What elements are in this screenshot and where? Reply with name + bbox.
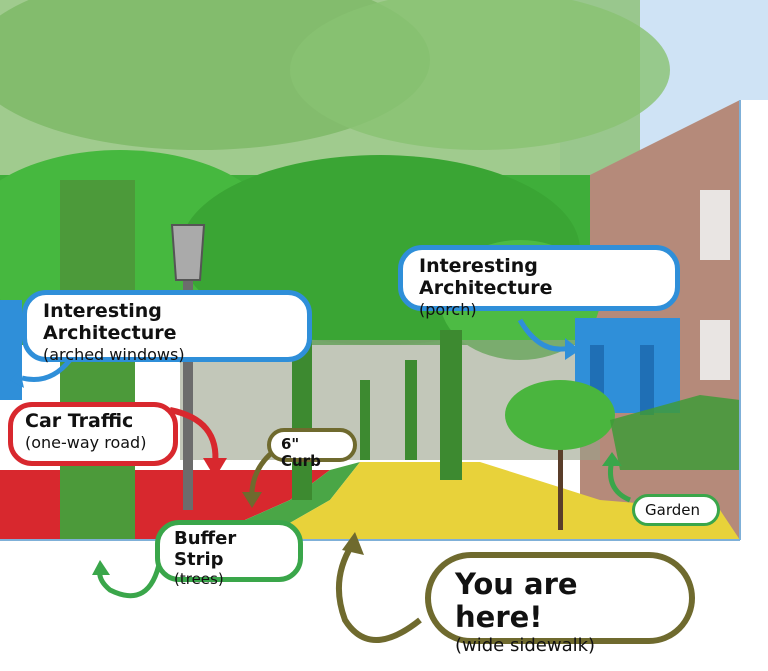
callout-title: Interesting Architecture bbox=[419, 255, 553, 299]
callout-you-are-here: You are here! (wide sidewalk) bbox=[425, 552, 695, 656]
lamp-post bbox=[183, 270, 193, 510]
arrow-arched-windows bbox=[21, 358, 72, 382]
callout-title: Garden bbox=[645, 501, 700, 519]
callout-subtitle: (wide sidewalk) bbox=[455, 634, 596, 656]
callout-porch: Interesting Architecture (porch) bbox=[398, 245, 680, 319]
arrow-buffer bbox=[97, 559, 163, 599]
arrow-you-are-here bbox=[335, 543, 422, 643]
callout-garden: Garden bbox=[632, 494, 720, 526]
callout-arched-windows: Interesting Architecture (arched windows… bbox=[22, 290, 312, 364]
arched-windows-highlight bbox=[0, 300, 22, 400]
garden bbox=[610, 395, 740, 470]
callout-buffer-strip: Buffer Strip (trees) bbox=[155, 520, 303, 588]
callout-subtitle: (porch) bbox=[419, 299, 477, 319]
arrow-porch bbox=[517, 318, 571, 352]
tree-trunk-front bbox=[60, 180, 135, 560]
callout-title: Interesting Architecture bbox=[43, 300, 177, 344]
callout-title: 6" Curb bbox=[281, 435, 321, 471]
callout-title: Buffer Strip bbox=[174, 528, 237, 570]
young-tree bbox=[558, 440, 563, 530]
callout-curb: 6" Curb bbox=[267, 428, 357, 470]
callout-subtitle: (trees) bbox=[174, 570, 224, 589]
callout-title: Car Traffic bbox=[25, 410, 134, 432]
lamp bbox=[170, 224, 206, 281]
callout-subtitle: (arched windows) bbox=[43, 344, 185, 364]
callout-title: You are here! bbox=[455, 567, 578, 635]
arrow-car-traffic bbox=[169, 407, 219, 466]
sidewalk bbox=[260, 462, 740, 540]
tree-trunk bbox=[440, 330, 462, 480]
callout-car-traffic: Car Traffic (one-way road) bbox=[8, 402, 178, 466]
callout-subtitle: (one-way road) bbox=[25, 432, 147, 452]
buffer-strip bbox=[200, 462, 360, 540]
